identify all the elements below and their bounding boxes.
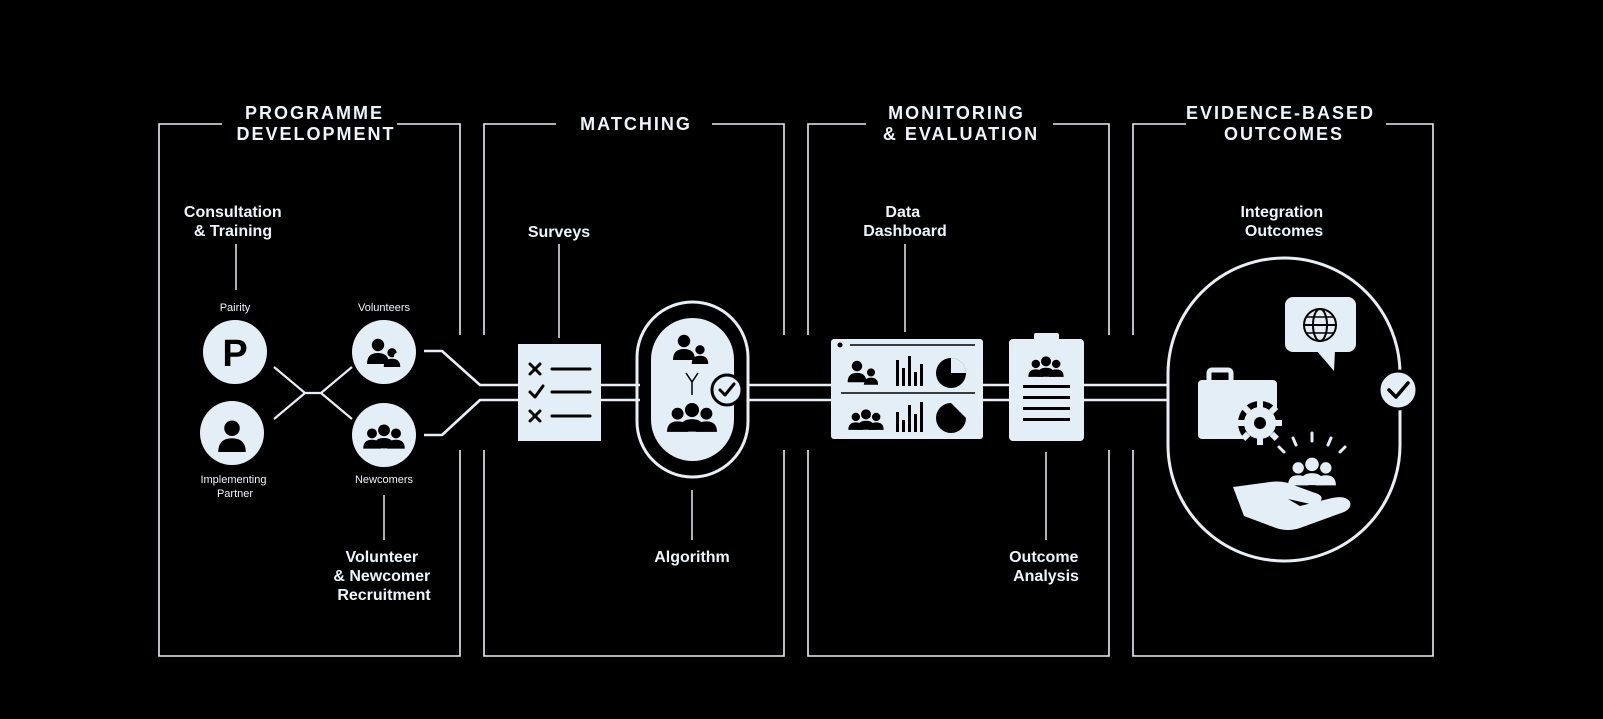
section-title-monitoring-evaluation: MONITORING & EVALUATION bbox=[883, 103, 1039, 144]
outcome-check-icon bbox=[1377, 369, 1419, 411]
svg-text:P: P bbox=[222, 333, 247, 375]
pipeline bbox=[424, 349, 1168, 437]
checklist-icon bbox=[518, 344, 601, 441]
panel-evidence-based-outcomes bbox=[1132, 123, 1434, 657]
check-circle-icon bbox=[710, 373, 744, 407]
hand-group-icon bbox=[1233, 431, 1351, 530]
newcomers-label: Newcomers bbox=[355, 474, 414, 486]
volunteers-label: Volunteers bbox=[358, 302, 410, 314]
consultation-training-label: Consultation & Training bbox=[184, 204, 286, 240]
data-dashboard-label: Data Dashboard bbox=[863, 204, 947, 240]
implementing-partner-label: Implementing Partner bbox=[200, 474, 269, 500]
volunteer-pair-icon bbox=[352, 320, 416, 384]
algorithm-label: Algorithm bbox=[654, 549, 730, 566]
globe-speech-icon bbox=[1285, 297, 1356, 371]
panel-monitoring-evaluation bbox=[807, 123, 1110, 657]
recruitment-label: Volunteer & Newcomer Recruitment bbox=[333, 549, 434, 604]
briefcase-gear-icon bbox=[1198, 367, 1282, 445]
section-title-matching: MATCHING bbox=[580, 114, 692, 134]
pairity-label: Pairity bbox=[220, 302, 251, 314]
panel-matching bbox=[483, 123, 785, 657]
panel-programme-development bbox=[158, 123, 461, 657]
group-icon bbox=[352, 403, 416, 467]
clipboard-icon bbox=[1009, 333, 1084, 441]
outcome-analysis-label: Outcome Analysis bbox=[1009, 549, 1083, 585]
dashboard-icon bbox=[831, 339, 983, 439]
section-title-evidence-based-outcomes: EVIDENCE-BASED OUTCOMES bbox=[1186, 103, 1382, 144]
surveys-label: Surveys bbox=[528, 224, 590, 241]
pairity-logo-icon: P bbox=[203, 320, 267, 384]
integration-outcomes-label: Integration Outcomes bbox=[1240, 204, 1327, 240]
pairing-cross-connector bbox=[273, 366, 353, 420]
person-icon bbox=[200, 401, 264, 465]
matching-icon bbox=[635, 300, 750, 479]
section-title-programme-development: PROGRAMME DEVELOPMENT bbox=[236, 103, 395, 144]
